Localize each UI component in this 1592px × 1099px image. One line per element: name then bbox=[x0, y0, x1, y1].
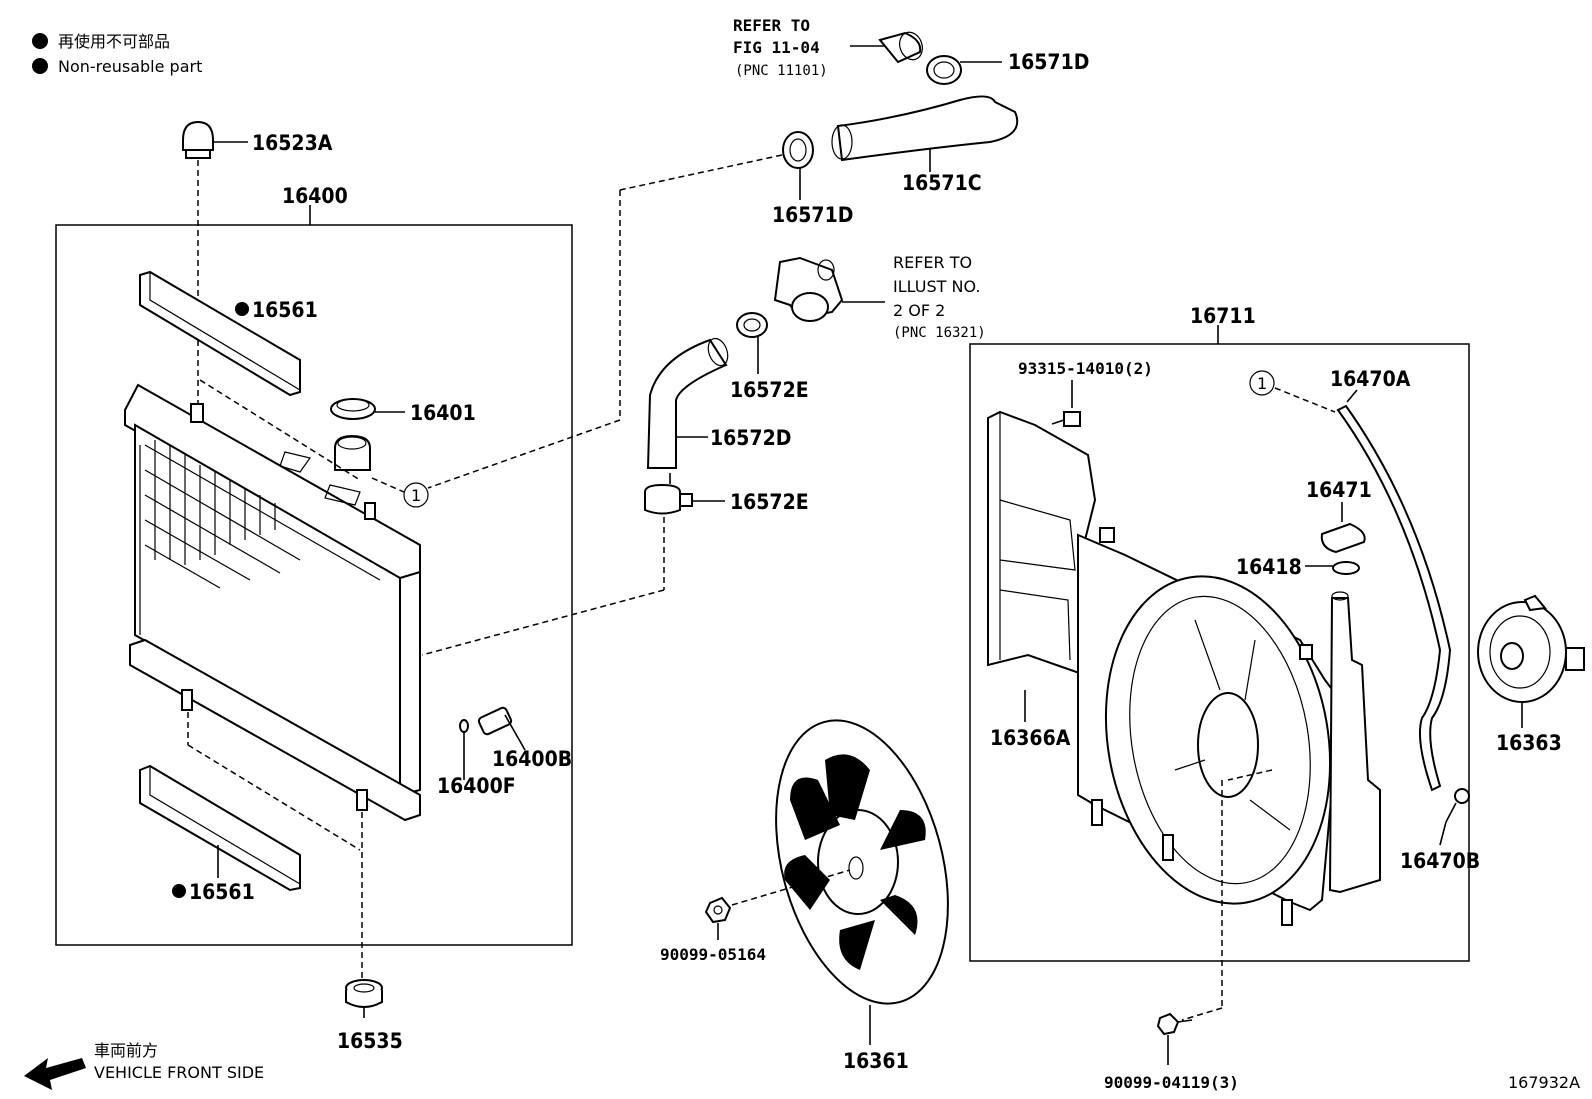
part-label-16400[interactable]: 16400 bbox=[282, 184, 348, 208]
refer-illust-line-2: ILLUST NO. bbox=[893, 277, 980, 296]
legend-japanese-text: 再使用不可部品 bbox=[58, 32, 170, 51]
part-label-16572E-bottom[interactable]: 16572E bbox=[730, 490, 809, 514]
part-label-93315-14010[interactable]: 93315-14010(2) bbox=[1018, 359, 1153, 378]
non-reusable-bullet-icon bbox=[32, 33, 48, 49]
hose-fitting-top bbox=[878, 31, 923, 64]
part-label-16470B[interactable]: 16470B bbox=[1400, 849, 1480, 873]
part-label-16471[interactable]: 16471 bbox=[1306, 478, 1372, 502]
nut-90099-05164 bbox=[704, 896, 732, 940]
callout-number-left: 1 bbox=[411, 486, 421, 505]
fan-shroud-assembly-frame bbox=[969, 343, 1470, 962]
fan-motor-16363 bbox=[1477, 594, 1585, 728]
cooling-fan-16361 bbox=[775, 719, 949, 1045]
fan-shroud bbox=[987, 410, 1381, 926]
seal-16561-bottom bbox=[139, 764, 301, 892]
arrow-left-icon bbox=[24, 1058, 86, 1090]
part-label-16363[interactable]: 16363 bbox=[1496, 731, 1562, 755]
part-label-16571C[interactable]: 16571C bbox=[902, 171, 982, 195]
reservoir-cap-16471 bbox=[1320, 502, 1366, 554]
lower-hose-16572D bbox=[646, 337, 729, 469]
radiator-cap-16401 bbox=[330, 398, 405, 420]
part-label-16523A[interactable]: 16523A bbox=[252, 131, 333, 155]
overflow-hose-16470A bbox=[1336, 389, 1452, 792]
part-label-16535[interactable]: 16535 bbox=[337, 1029, 403, 1053]
part-label-16561-bottom[interactable]: 16561 bbox=[189, 880, 255, 904]
clip-16470B bbox=[1439, 788, 1470, 846]
part-label-16400F[interactable]: 16400F bbox=[437, 774, 516, 798]
bolt-90099-04119 bbox=[1156, 1012, 1193, 1065]
callout-circle-1-left bbox=[403, 482, 429, 508]
hose-clamp-16572E-bottom bbox=[644, 473, 725, 515]
drain-cap-16523A bbox=[182, 120, 248, 159]
part-label-16470A[interactable]: 16470A bbox=[1330, 367, 1411, 391]
non-reusable-bullet-icon bbox=[235, 302, 249, 316]
vehicle-front-direction: 車両前方 VEHICLE FRONT SIDE bbox=[24, 1041, 264, 1090]
hose-clamp-16571D-left bbox=[782, 131, 814, 200]
legend: 再使用不可部品 Non-reusable part bbox=[32, 32, 202, 76]
hose-clamp-16571D-top bbox=[926, 55, 1002, 85]
part-label-16572E-top[interactable]: 16572E bbox=[730, 378, 809, 402]
seal-16561-top bbox=[139, 270, 301, 397]
refer-fig-line-3: (PNC 11101) bbox=[735, 63, 828, 79]
direction-english-text: VEHICLE FRONT SIDE bbox=[94, 1063, 264, 1082]
drain-cock-16400B bbox=[459, 706, 526, 780]
figure-id: 167932A bbox=[1508, 1073, 1580, 1092]
radiator-assembly-frame bbox=[55, 224, 573, 946]
part-label-90099-04119[interactable]: 90099-04119(3) bbox=[1104, 1073, 1239, 1092]
non-reusable-bullet-icon bbox=[172, 884, 186, 898]
radiator-hose-16571C bbox=[831, 95, 1019, 172]
callout-number-right: 1 bbox=[1257, 374, 1267, 393]
direction-japanese-text: 車両前方 bbox=[94, 1041, 158, 1060]
part-label-16401[interactable]: 16401 bbox=[410, 401, 476, 425]
grommet-16535 bbox=[345, 979, 383, 1018]
non-reusable-bullet-icon bbox=[32, 58, 48, 74]
refer-fig-line-1: REFER TO bbox=[733, 16, 810, 35]
refer-fig-line-2: FIG 11-04 bbox=[733, 38, 820, 57]
part-label-16571D-top[interactable]: 16571D bbox=[1008, 50, 1089, 74]
part-label-16361[interactable]: 16361 bbox=[843, 1049, 909, 1073]
bolt-93315 bbox=[1051, 411, 1081, 427]
gasket-16418 bbox=[1305, 561, 1360, 575]
callout-circle-1-right bbox=[1249, 370, 1275, 396]
part-label-16571D-left[interactable]: 16571D bbox=[772, 203, 853, 227]
part-label-16711[interactable]: 16711 bbox=[1190, 304, 1256, 328]
hose-clamp-16572E-top bbox=[736, 312, 768, 374]
refer-illust-line-1: REFER TO bbox=[893, 253, 972, 272]
part-label-16366A[interactable]: 16366A bbox=[990, 726, 1071, 750]
refer-illust-line-4: (PNC 16321) bbox=[893, 325, 986, 341]
water-outlet-housing bbox=[773, 256, 885, 322]
part-label-16572D[interactable]: 16572D bbox=[710, 426, 791, 450]
part-label-90099-05164[interactable]: 90099-05164 bbox=[660, 945, 766, 964]
refer-illust-line-3: 2 OF 2 bbox=[893, 301, 945, 320]
legend-english-text: Non-reusable part bbox=[58, 57, 202, 76]
part-label-16400B[interactable]: 16400B bbox=[492, 747, 572, 771]
radiator-core bbox=[124, 383, 421, 822]
part-label-16561-top[interactable]: 16561 bbox=[252, 298, 318, 322]
part-label-16418[interactable]: 16418 bbox=[1236, 555, 1302, 579]
